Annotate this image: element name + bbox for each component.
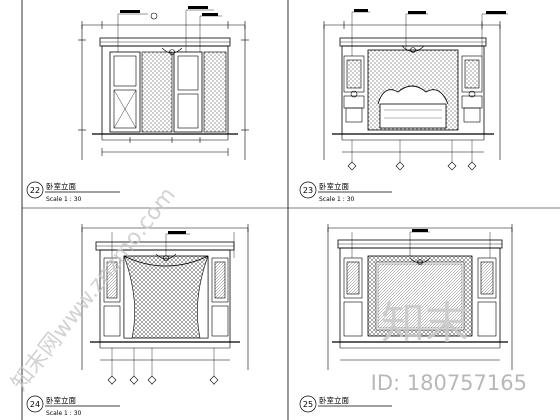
title-block-24: 24 卧室立面 Scale 1 : 30: [26, 395, 120, 417]
elevation-panel-24: [81, 224, 249, 385]
title-block-25: 25 卧室立面: [299, 395, 392, 413]
watermark-id: ID: 180757165: [371, 371, 527, 395]
title-block-23: 23 卧室立面 Scale 1 : 30: [299, 181, 392, 203]
watermark-logo: 知末: [381, 298, 469, 349]
panel-title-22: 卧室立面: [46, 181, 76, 191]
elevation-panel-22: [78, 6, 249, 160]
panel-number-23: 23: [303, 186, 313, 195]
title-block-22: 22 卧室立面 Scale 1 : 30: [26, 181, 120, 203]
panel-scale-23: Scale 1 : 30: [319, 196, 355, 203]
elevation-panel-25: [327, 224, 513, 370]
panel-number-25: 25: [303, 400, 313, 409]
elevation-panel-23: [323, 9, 508, 171]
panel-number-22: 22: [30, 186, 40, 195]
panel-number-24: 24: [30, 400, 40, 409]
sheet-frame: [21, 0, 560, 420]
panel-title-25: 卧室立面: [319, 395, 349, 405]
panel-scale-22: Scale 1 : 30: [46, 196, 82, 203]
panel-scale-24: Scale 1 : 30: [46, 410, 82, 417]
watermark-logo-text: 知末: [381, 298, 469, 349]
panel-title-23: 卧室立面: [319, 181, 349, 191]
panel-title-24: 卧室立面: [46, 395, 76, 405]
